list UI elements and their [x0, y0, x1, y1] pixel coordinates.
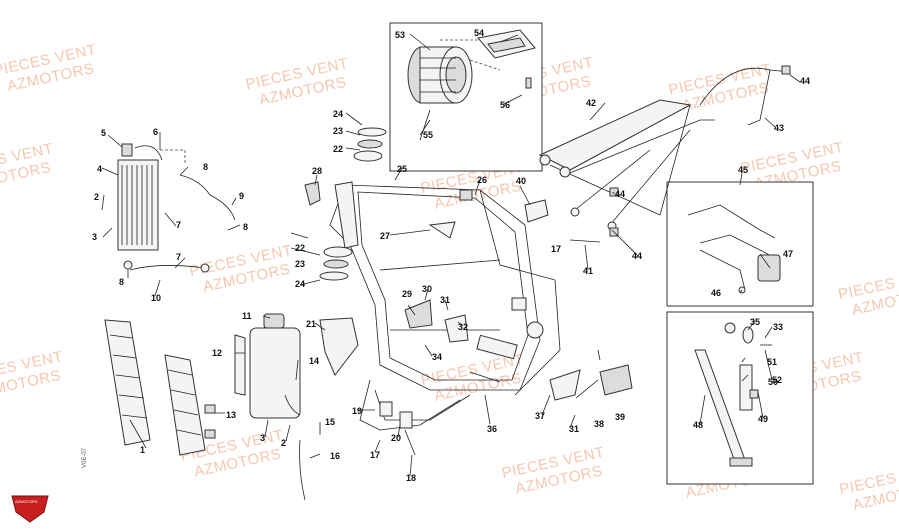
callout-label: 3	[92, 232, 97, 242]
callout-label: 42	[586, 98, 596, 108]
callout-label: 54	[474, 28, 484, 38]
callout-label: 41	[583, 266, 593, 276]
callout-label: 31	[440, 295, 450, 305]
callout-label: 22	[295, 243, 305, 253]
callout-label: 14	[309, 356, 319, 366]
callout-label: 23	[333, 126, 343, 136]
misc-parts-drawing	[304, 65, 791, 456]
callout-label: 25	[397, 164, 407, 174]
footrest-inset-box	[666, 181, 814, 307]
callout-label: 17	[551, 244, 561, 254]
callout-label: 12	[212, 348, 222, 358]
reference-code: V0E-07	[82, 447, 88, 468]
subframe-drawing	[538, 99, 715, 231]
callout-label: 15	[325, 417, 335, 427]
callout-label: 19	[352, 406, 362, 416]
callout-label: 47	[783, 249, 793, 259]
callout-label: 8	[203, 162, 208, 172]
grab-handle-drawing	[699, 67, 791, 126]
callout-label: 5	[101, 128, 106, 138]
callout-label: 37	[535, 411, 545, 421]
leader-lines	[101, 33, 801, 477]
callout-label: 51	[767, 357, 777, 367]
callout-label: 7	[176, 252, 181, 262]
logo-text: AZMOTORS	[15, 499, 38, 504]
callout-label: 29	[402, 289, 412, 299]
callout-label: 10	[151, 293, 161, 303]
callout-label: 2	[94, 192, 99, 202]
callout-label: 7	[176, 220, 181, 230]
callout-label: 17	[370, 450, 380, 460]
callout-label: 39	[615, 412, 625, 422]
callout-label: 44	[800, 76, 810, 86]
callout-label: 31	[569, 424, 579, 434]
callout-label: 3	[260, 433, 265, 443]
callout-label: 26	[477, 175, 487, 185]
radiator-shroud-drawing	[104, 319, 216, 456]
callout-label: 8	[243, 222, 248, 232]
callout-label: 11	[242, 311, 252, 321]
callout-label: 8	[119, 277, 124, 287]
callout-label: 49	[758, 414, 768, 424]
callout-label: 1	[140, 445, 145, 455]
callout-label: 48	[693, 420, 703, 430]
callout-label: 35	[750, 317, 760, 327]
callout-label: 33	[773, 322, 783, 332]
callout-label: 27	[380, 231, 390, 241]
bearing-set-drawing	[319, 127, 387, 281]
callout-label: 13	[226, 410, 236, 420]
brand-logo: AZMOTORS	[11, 495, 49, 523]
callout-label: 24	[333, 109, 343, 119]
callout-label: 6	[153, 127, 158, 137]
callout-label: 40	[516, 176, 526, 186]
callout-label: 34	[432, 352, 442, 362]
radiator-drawing	[117, 143, 236, 273]
callout-label: 28	[312, 166, 322, 176]
callout-label: 30	[422, 284, 432, 294]
callout-label: 32	[458, 322, 468, 332]
callout-label: 43	[774, 123, 784, 133]
callout-label: 55	[423, 130, 433, 140]
callout-label: 24	[295, 279, 305, 289]
callout-label: 56	[500, 100, 510, 110]
callout-label: 22	[333, 144, 343, 154]
callout-label: 44	[632, 251, 642, 261]
callout-label: 46	[711, 288, 721, 298]
callout-label: 9	[239, 191, 244, 201]
air-filter-drawing	[407, 29, 536, 141]
sidestand-drawing	[694, 322, 772, 467]
callout-label: 4	[97, 164, 102, 174]
callout-label: 18	[406, 473, 416, 483]
callout-label: 50	[768, 377, 778, 387]
callout-label: 21	[306, 319, 316, 329]
callout-label: 23	[295, 259, 305, 269]
callout-label: 45	[738, 165, 748, 175]
callout-label: 2	[281, 438, 286, 448]
overflow-tank-drawing	[234, 313, 359, 501]
callout-label: 52	[772, 375, 782, 385]
callout-label: 36	[487, 424, 497, 434]
callout-label: 20	[391, 433, 401, 443]
callout-label: 44	[615, 189, 625, 199]
callout-labels: 1 2 2 3 3 4 5 6 7 7 8 8 8 9 10 11 12 13 …	[92, 28, 810, 483]
callout-label: 53	[395, 30, 405, 40]
callout-label: 38	[594, 419, 604, 429]
callout-label: 16	[330, 451, 340, 461]
